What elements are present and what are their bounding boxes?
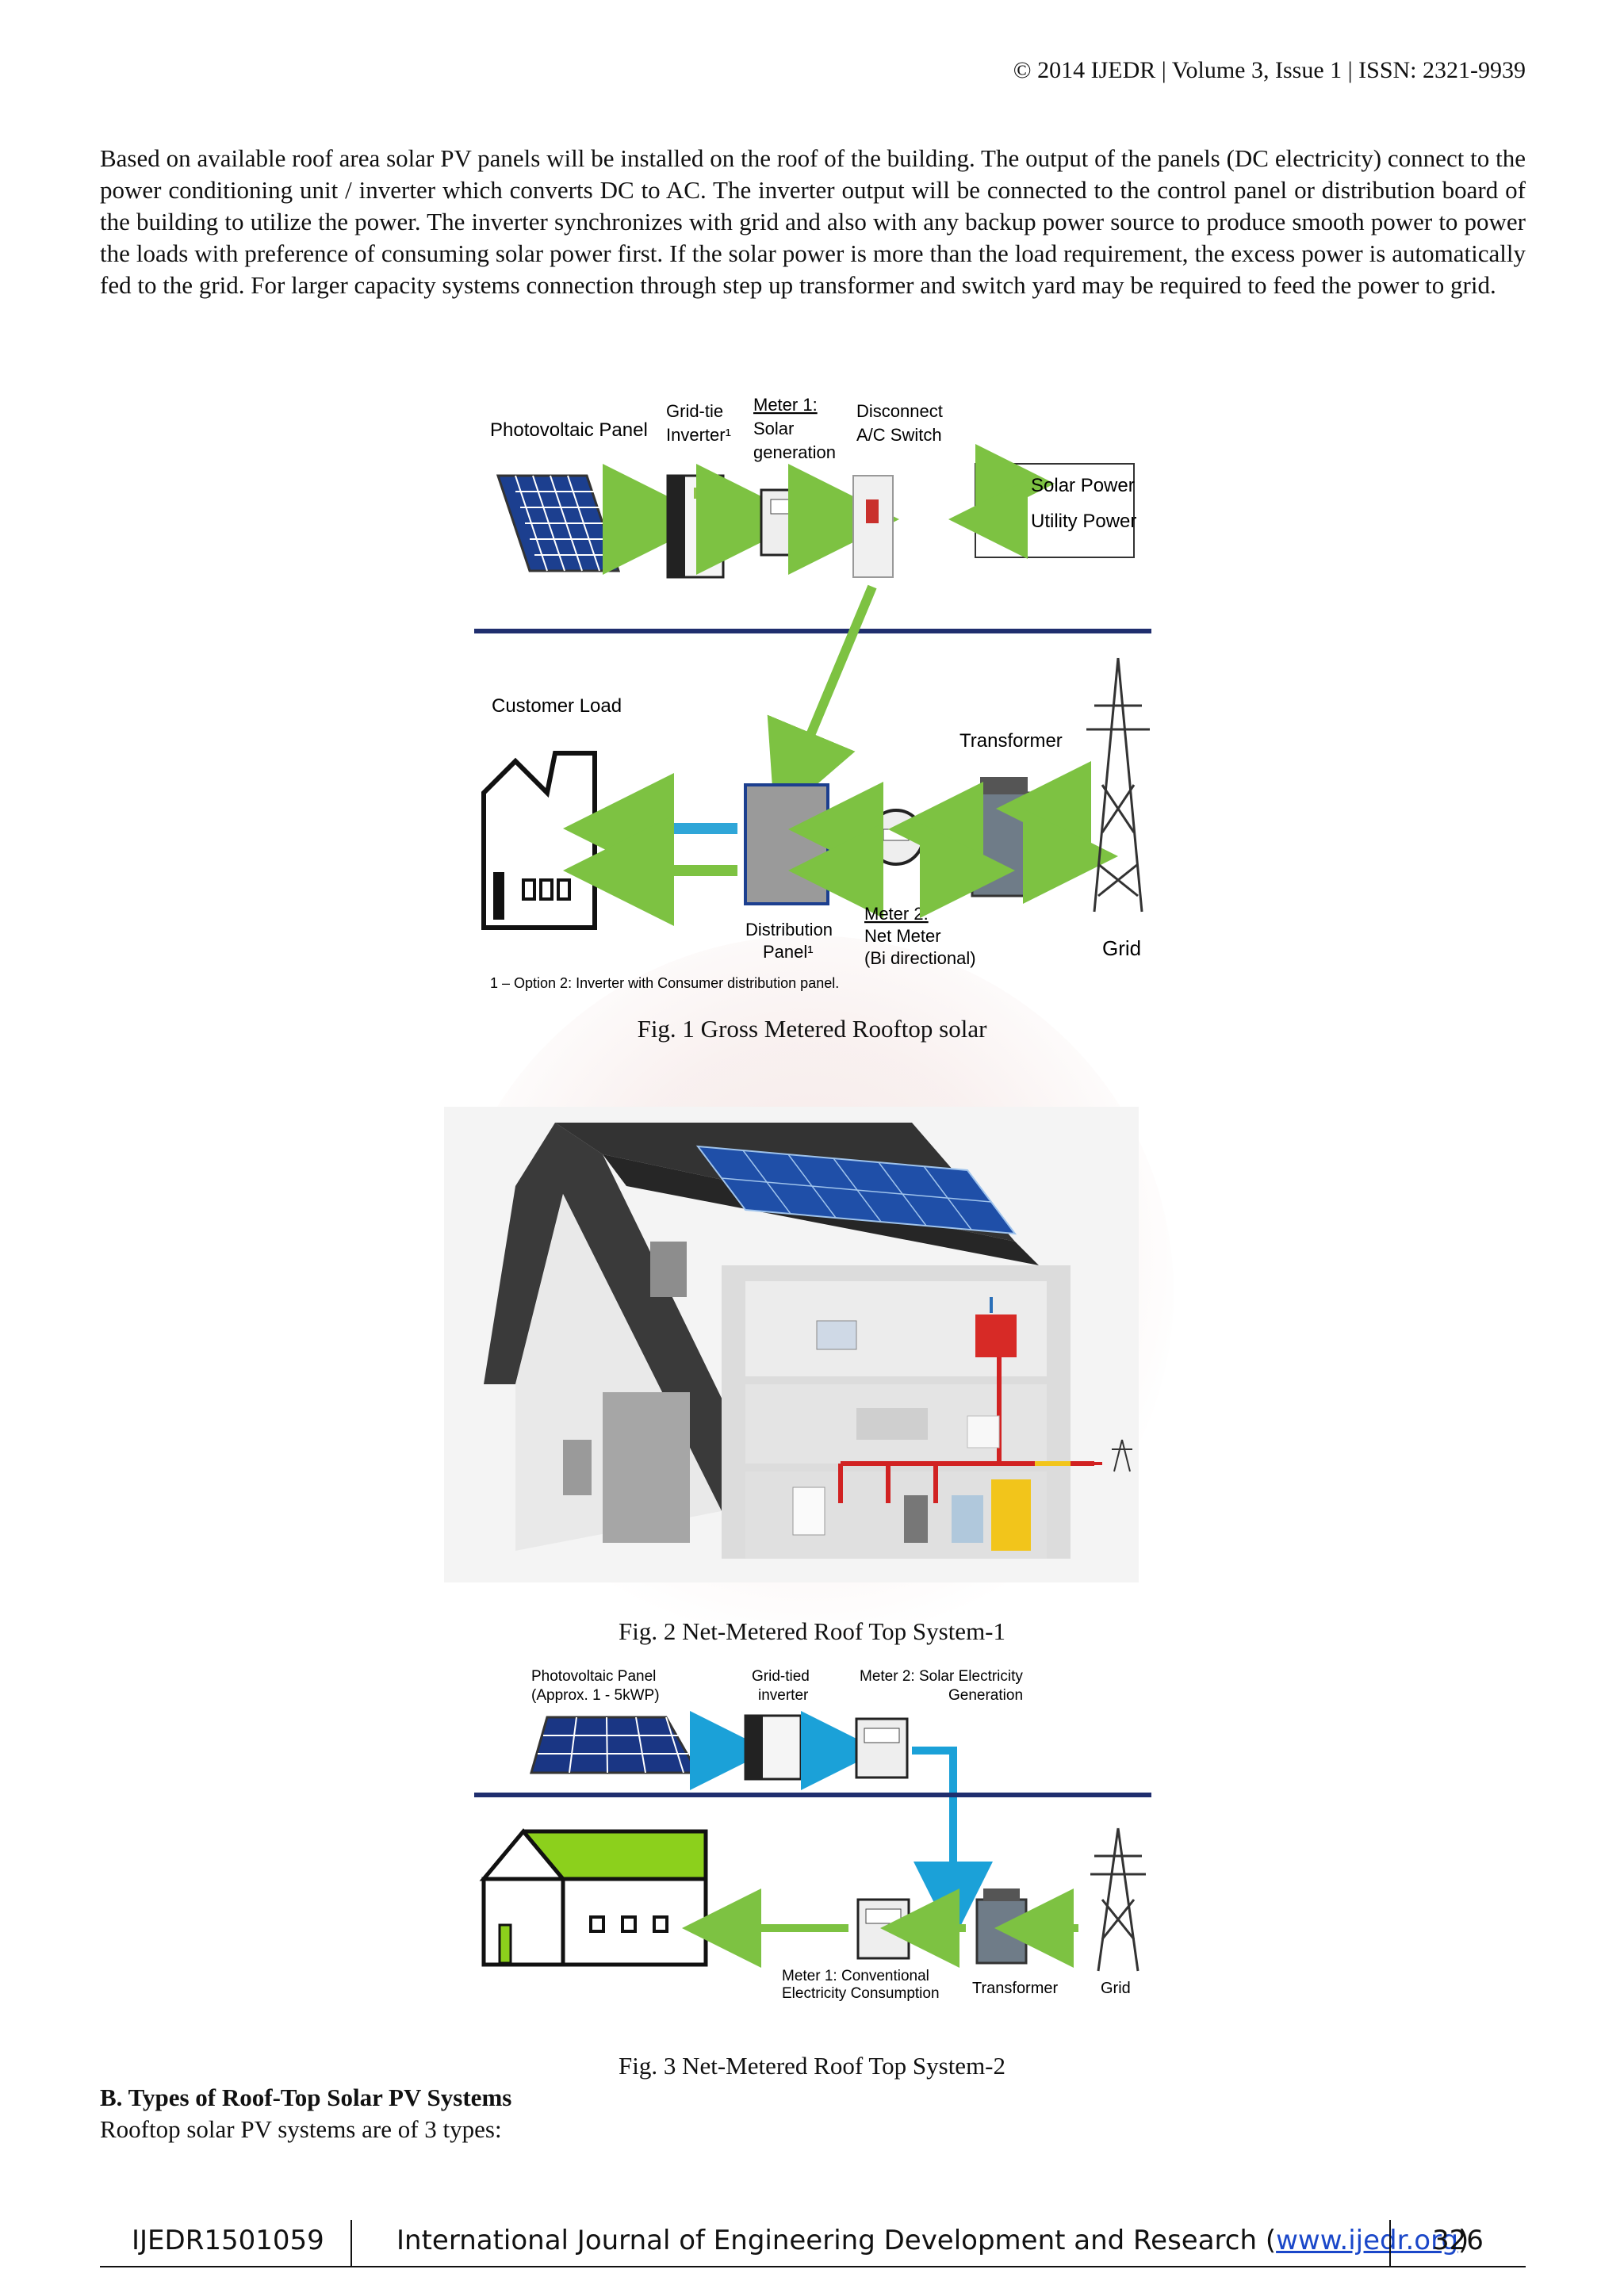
- legend-utility-power: Utility Power: [1031, 511, 1136, 532]
- footer-rule: [100, 2266, 1526, 2267]
- net-meter-icon: [868, 809, 925, 866]
- page-header: © 2014 IJEDR | Volume 3, Issue 1 | ISSN:…: [1013, 57, 1526, 83]
- fig3-label-inverter-1: Grid-tied: [752, 1668, 810, 1685]
- arrow-disconnect-to-panel: [767, 584, 877, 821]
- fig2-caption: Fig. 2 Net-Metered Roof Top System-1: [618, 1617, 1006, 1645]
- fig2-inverter-icon: [975, 1314, 1017, 1357]
- fig1-label-disconnect-1: Disconnect: [856, 401, 943, 421]
- fig2-tv-icon: [856, 1408, 928, 1440]
- fig1-label-distribution-2: Panel¹: [763, 942, 814, 962]
- footer-divider-2: [1389, 2220, 1391, 2266]
- grid-tower-icon: [1086, 657, 1150, 913]
- section-title: B. Types of Roof-Top Solar PV Systems: [100, 2084, 512, 2111]
- fig3-pv-panel-icon: [530, 1716, 700, 1774]
- fig1-label-transformer: Transformer: [959, 730, 1063, 752]
- figure-2: [444, 1107, 1139, 1582]
- fig3-arrow-meter2-down: [912, 1747, 993, 1941]
- pv-panel-icon: [496, 474, 621, 572]
- fig1-label-distribution-1: Distribution: [745, 920, 833, 939]
- footer-journal-suffix: ): [1458, 2225, 1469, 2256]
- footer-journal-prefix: International Journal of Engineering Dev…: [396, 2225, 1277, 2256]
- fig3-label-inverter-2: inverter: [758, 1687, 809, 1704]
- roof-solar-panels-icon: [695, 1145, 1017, 1235]
- fig1-label-meter2-1: Meter 2:: [864, 904, 929, 924]
- fig3-label-pv-1: Photovoltaic Panel: [531, 1668, 656, 1685]
- fig3-label-grid: Grid: [1101, 1980, 1131, 1997]
- distribution-panel-icon: [744, 783, 829, 905]
- footer-page-number: 326: [1432, 2225, 1484, 2256]
- section-intro: Rooftop solar PV systems are of 3 types:: [100, 2115, 502, 2143]
- fig1-footnote: 1 – Option 2: Inverter with Consumer dis…: [490, 975, 839, 991]
- footer-paper-id: IJEDR1501059: [132, 2225, 324, 2256]
- meter1-icon: [760, 488, 814, 557]
- fig1-label-meter2-2: Net Meter: [864, 926, 941, 946]
- fig2-boiler-icon: [904, 1495, 928, 1543]
- body-paragraph: Based on available roof area solar PV pa…: [100, 144, 1526, 299]
- fig2-tank-icon: [952, 1495, 983, 1543]
- footer-divider-1: [350, 2220, 352, 2266]
- fig3-inverter-icon: [744, 1714, 802, 1781]
- fig1-label-meter1-2: Solar: [753, 419, 794, 438]
- figure-1: Photovoltaic Panel Grid-tie Inverter¹ Me…: [468, 388, 1166, 1007]
- inverter-icon: [666, 474, 725, 579]
- fig3-meter1-icon: [856, 1898, 910, 1960]
- figure-3: Photovoltaic Panel (Approx. 1 - 5kWP) Gr…: [468, 1662, 1166, 2019]
- fig1-label-pv: Photovoltaic Panel: [490, 419, 648, 441]
- fig2-meter-icon: [967, 1415, 1000, 1448]
- fig3-diagram: Photovoltaic Panel (Approx. 1 - 5kWP) Gr…: [474, 1668, 1151, 2002]
- fig3-caption: Fig. 3 Net-Metered Roof Top System-2: [618, 2052, 1006, 2080]
- fig1-label-inverter-2: Inverter¹: [666, 425, 731, 445]
- fig3-label-pv-2: (Approx. 1 - 5kWP): [531, 1687, 660, 1704]
- fig3-label-meter2-2: Generation: [948, 1687, 1023, 1704]
- fig1-label-meter1-3: generation: [753, 442, 836, 462]
- disconnect-switch-icon: [852, 475, 894, 578]
- fig3-meter2-icon: [855, 1717, 909, 1779]
- fig2-grid-tower-icon: [1112, 1439, 1132, 1472]
- transformer-icon: [971, 777, 1037, 897]
- customer-house-icon: [481, 751, 597, 930]
- fig2-laptop-icon: [816, 1320, 857, 1350]
- footer-journal-link[interactable]: www.ijedr.org: [1276, 2225, 1459, 2256]
- fig2-washer-icon: [792, 1487, 825, 1536]
- fig3-house-icon: [479, 1828, 708, 1967]
- fig1-label-inverter-1: Grid-tie: [666, 401, 723, 421]
- fig1-label-customer-load: Customer Load: [492, 695, 622, 717]
- fig1-legend: Solar Power Utility Power: [948, 444, 1136, 559]
- fig1-label-grid: Grid: [1102, 936, 1141, 960]
- fig1-label-meter1-1: Meter 1:: [753, 395, 818, 415]
- fig3-transformer-icon: [975, 1888, 1028, 1965]
- fig2-house-illustration: [444, 1107, 1139, 1582]
- page-footer: IJEDR1501059 International Journal of En…: [100, 2220, 1526, 2267]
- fig1-caption: Fig. 1 Gross Metered Rooftop solar: [637, 1015, 987, 1043]
- fig1-label-meter2-3: (Bi directional): [864, 948, 976, 968]
- fig3-label-meter1-1: Meter 1: Conventional: [782, 1968, 929, 1984]
- fig3-grid-tower-icon: [1090, 1827, 1146, 1972]
- fig3-label-meter2-1: Meter 2: Solar Electricity: [860, 1668, 1023, 1685]
- fig3-label-transformer: Transformer: [972, 1980, 1059, 1997]
- fig3-label-meter1-2: Electricity Consumption: [782, 1985, 940, 2002]
- fig1-diagram: Photovoltaic Panel Grid-tie Inverter¹ Me…: [474, 395, 1151, 991]
- footer-journal: International Journal of Engineering Dev…: [396, 2225, 1469, 2256]
- legend-solar-power: Solar Power: [1031, 475, 1135, 496]
- fig2-battery-icon: [991, 1479, 1031, 1551]
- fig1-label-disconnect-2: A/C Switch: [856, 425, 942, 445]
